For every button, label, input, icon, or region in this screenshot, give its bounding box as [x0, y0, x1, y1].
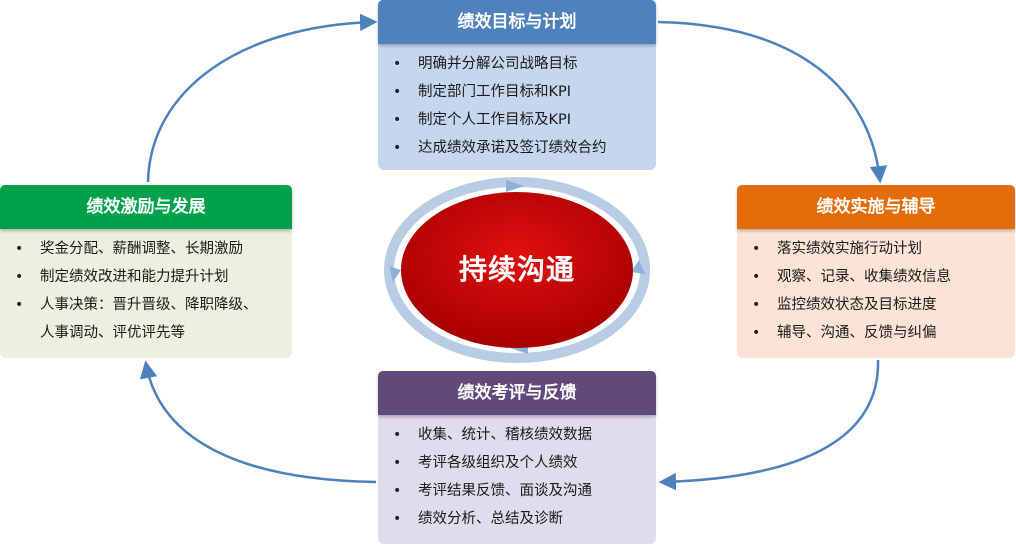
list-item: • 达成绩效承诺及签订绩效合约 [390, 134, 644, 162]
bullet-icon: • [393, 56, 402, 72]
list-item: • 奖金分配、薪酬调整、长期激励 [12, 235, 280, 263]
list-item-continuation: 人事调动、评优评先等 [12, 319, 280, 347]
arrow-top-to-right [657, 20, 888, 184]
ring-arrowhead-left [389, 266, 401, 282]
card-title: 绩效考评与反馈 [378, 371, 656, 415]
list-item: • 辅导、沟通、反馈与纠偏 [749, 319, 1003, 347]
card-body: • 收集、统计、稽核绩效数据 • 考评各级组织及个人绩效 • 考评结果反馈、面谈及沟通… [378, 415, 656, 544]
card-title: 绩效实施与辅导 [737, 185, 1015, 229]
bullet-icon: • [393, 511, 402, 527]
list-item: • 考评各级组织及个人绩效 [390, 449, 644, 477]
card-body: • 落实绩效实施行动计划 • 观察、记录、收集绩效信息 • 监控绩效状态及目标进度 •… [737, 229, 1015, 358]
arrow-right-to-bottom [658, 359, 880, 491]
item-text: 人事调动、评优评先等 [40, 325, 185, 341]
list-item: • 制定个人工作目标及KPI [390, 106, 644, 134]
item-text: 落实绩效实施行动计划 [777, 241, 922, 257]
bullet-icon: • [752, 269, 761, 285]
bullet-icon: • [752, 297, 761, 313]
item-list: • 收集、统计、稽核绩效数据 • 考评各级组织及个人绩效 • 考评结果反馈、面谈及沟通… [390, 421, 644, 533]
card-evaluation-feedback: 绩效考评与反馈 • 收集、统计、稽核绩效数据 • 考评各级组织及个人绩效 • 考评结果… [378, 371, 656, 544]
list-item: • 绩效分析、总结及诊断 [390, 505, 644, 533]
bullet-icon: • [393, 455, 402, 471]
item-text: 收集、统计、稽核绩效数据 [418, 427, 592, 443]
item-text: 达成绩效承诺及签订绩效合约 [418, 140, 607, 156]
list-item: • 收集、统计、稽核绩效数据 [390, 421, 644, 449]
list-item: • 观察、记录、收集绩效信息 [749, 263, 1003, 291]
center-label: 持续沟通 [458, 253, 575, 286]
card-goals-planning: 绩效目标与计划 • 明确并分解公司战略目标 • 制定部门工作目标和KPI • 制定个人… [378, 0, 656, 170]
bullet-icon: • [752, 325, 761, 341]
item-text: 监控绩效状态及目标进度 [777, 297, 937, 313]
list-item: • 明确并分解公司战略目标 [390, 50, 644, 78]
bullet-icon: • [393, 84, 402, 100]
item-list: • 落实绩效实施行动计划 • 观察、记录、收集绩效信息 • 监控绩效状态及目标进度 •… [749, 235, 1003, 347]
list-item: • 考评结果反馈、面谈及沟通 [390, 477, 644, 505]
item-text: 制定个人工作目标及KPI [418, 112, 572, 128]
bullet-icon: • [393, 427, 402, 443]
bullet-icon: • [393, 112, 402, 128]
bullet-icon: • [15, 297, 24, 313]
bullet-icon: • [393, 140, 402, 156]
list-item: • 监控绩效状态及目标进度 [749, 291, 1003, 319]
item-text: 考评各级组织及个人绩效 [418, 455, 578, 471]
card-title: 绩效目标与计划 [378, 0, 656, 44]
item-text: 观察、记录、收集绩效信息 [777, 269, 951, 285]
bullet-icon: • [752, 241, 761, 257]
card-body: • 明确并分解公司战略目标 • 制定部门工作目标和KPI • 制定个人工作目标及KPI… [378, 44, 656, 170]
list-item: • 制定绩效改进和能力提升计划 [12, 263, 280, 291]
item-text: 制定绩效改进和能力提升计划 [40, 269, 229, 285]
item-text: 奖金分配、薪酬调整、长期激励 [40, 241, 243, 257]
item-text: 绩效分析、总结及诊断 [418, 511, 563, 527]
arrow-left-to-top [146, 13, 378, 183]
item-text: 考评结果反馈、面谈及沟通 [418, 483, 592, 499]
item-text: 制定部门工作目标和KPI [418, 84, 572, 100]
ring-arrowhead-top [506, 180, 524, 192]
bullet-icon: • [15, 241, 24, 257]
card-implementation-coaching: 绩效实施与辅导 • 落实绩效实施行动计划 • 观察、记录、收集绩效信息 • 监控绩效状… [737, 185, 1015, 358]
card-body: • 奖金分配、薪酬调整、长期激励 • 制定绩效改进和能力提升计划 • 人事决策：晋升晋… [0, 229, 292, 358]
bullet-icon: • [393, 483, 402, 499]
item-list: • 奖金分配、薪酬调整、长期激励 • 制定绩效改进和能力提升计划 • 人事决策：晋升晋… [12, 235, 280, 347]
list-item: • 制定部门工作目标和KPI [390, 78, 644, 106]
list-item: • 人事决策：晋升晋级、降职降级、 [12, 291, 280, 319]
bullet-icon: • [15, 269, 24, 285]
ring-arrowhead-right [631, 260, 645, 274]
item-text: 人事决策：晋升晋级、降职降级、 [40, 297, 258, 313]
list-item: • 落实绩效实施行动计划 [749, 235, 1003, 263]
center-ellipse [401, 192, 633, 348]
item-list: • 明确并分解公司战略目标 • 制定部门工作目标和KPI • 制定个人工作目标及KPI… [390, 50, 644, 162]
item-text: 明确并分解公司战略目标 [418, 56, 578, 72]
ring [384, 177, 650, 363]
arrow-bottom-to-left [139, 360, 377, 484]
card-title: 绩效激励与发展 [0, 185, 292, 229]
item-text: 辅导、沟通、反馈与纠偏 [777, 325, 937, 341]
card-incentive-development: 绩效激励与发展 • 奖金分配、薪酬调整、长期激励 • 制定绩效改进和能力提升计划 •… [0, 185, 292, 358]
